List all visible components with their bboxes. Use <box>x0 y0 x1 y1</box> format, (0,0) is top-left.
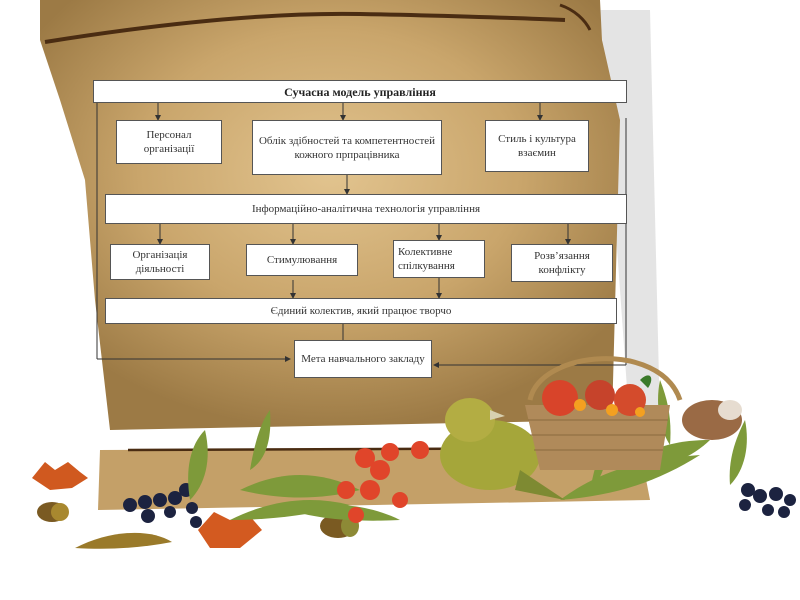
goal-box: Мета навчального закладу <box>294 340 432 378</box>
sparrow-icon <box>682 400 742 440</box>
title-box: Сучасна модель управління <box>93 80 627 103</box>
box-stimulation: Стимулювання <box>246 244 358 276</box>
box-personnel: Персонал організації <box>116 120 222 164</box>
box-conflict: Розв’язання конфлікту <box>511 244 613 282</box>
box-abilities: Облік здібностей та компетентностей кожн… <box>252 120 442 175</box>
box-communication: Колективне спілкування <box>393 240 485 278</box>
apple-basket-icon <box>525 356 683 470</box>
box-style: Стиль і культура взаємин <box>485 120 589 172</box>
blackberries-icon <box>123 483 202 528</box>
leaf-icon <box>75 532 172 549</box>
bird-icon <box>440 398 565 500</box>
team-box: Єдиний колектив, який працює творчо <box>105 298 617 324</box>
technology-box: Інформаційно-аналітична технологія управ… <box>105 194 627 224</box>
autumn-leaf-icon <box>198 512 262 548</box>
blackberries-icon <box>739 483 796 518</box>
box-organization: Організація діяльності <box>110 244 210 280</box>
rowan-berries-icon <box>337 441 429 523</box>
autumn-leaf-icon <box>32 462 88 490</box>
acorn-icon <box>37 502 69 522</box>
